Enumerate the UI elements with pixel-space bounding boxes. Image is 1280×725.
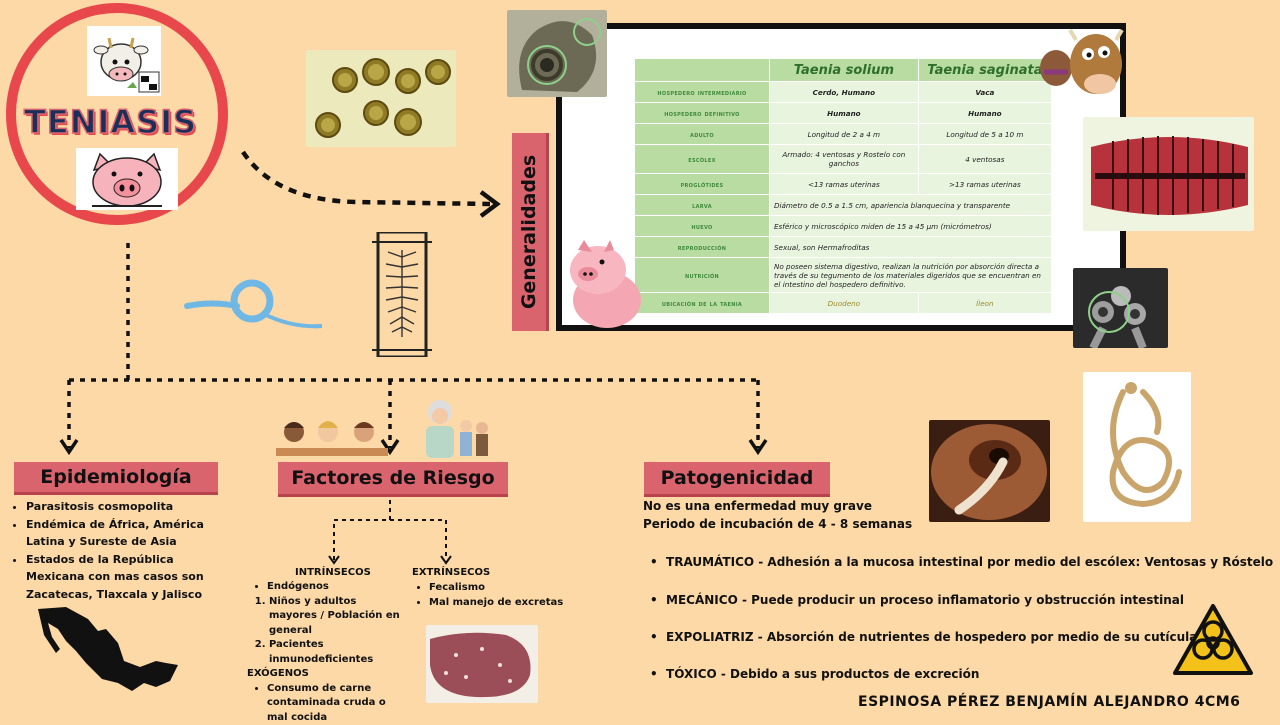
list-item: Pacientes inmunodeficientes (269, 638, 407, 667)
patogenicidad-item: • TRAUMÁTICO - Adhesión a la mucosa inte… (650, 555, 1273, 569)
epidemiologia-list: Parasitosis cosmopolita Endémica de Áfri… (12, 498, 212, 604)
intrinsecos-label: INTRÍNSECOS (295, 567, 371, 578)
list-item: Estados de la República Mexicana con mas… (26, 551, 212, 604)
endogenos-label: Endógenos (267, 580, 407, 595)
biohazard-sign-icon (1172, 603, 1254, 676)
extrinsecos-block: Fecalismo Mal manejo de excretas (415, 581, 565, 610)
epidemiologia-title: Epidemiología (14, 462, 218, 495)
patogenicidad-line1: No es una enfermedad muy grave (643, 499, 872, 513)
mexico-map (36, 603, 181, 693)
list-item: Fecalismo (429, 581, 565, 596)
tapeworm-photo (1083, 372, 1191, 522)
patogenicidad-item: • TÓXICO - Debido a sus productos de exc… (650, 667, 979, 681)
list-item: Parasitosis cosmopolita (26, 498, 212, 516)
list-item: Mal manejo de excretas (429, 596, 565, 611)
endoscopy-photo (929, 420, 1050, 522)
children-illustration (276, 414, 388, 459)
patogenicidad-item: • EXPOLIATRIZ - Absorción de nutrientes … (650, 630, 1197, 644)
meat-photo (426, 625, 538, 703)
exogenos-label: EXÓGENOS (247, 667, 407, 682)
intrinsecos-block: Endógenos Niños y adultos mayores / Pobl… (247, 580, 407, 725)
bullet: • (650, 593, 666, 607)
list-item: Consumo de carne contaminada cruda o mal… (267, 682, 407, 725)
patogenicidad-item: • MECÁNICO - Puede producir un proceso i… (650, 593, 1184, 607)
list-item: Endémica de África, América Latina y Sur… (26, 516, 212, 551)
list-item: Niños y adultos mayores / Población en g… (269, 595, 407, 639)
patogenicidad-line2: Periodo de incubación de 4 - 8 semanas (643, 517, 912, 531)
author-credit: ESPINOSA PÉREZ BENJAMÍN ALEJANDRO 4CM6 (858, 694, 1240, 710)
patogenicidad-title: Patogenicidad (644, 462, 830, 497)
bullet: • (650, 555, 666, 569)
elderly-illustration (418, 398, 496, 460)
bullet: • (650, 630, 666, 644)
bullet: • (650, 667, 666, 681)
factores-title: Factores de Riesgo (278, 462, 508, 497)
extrinsecos-label: EXTRÍNSECOS (412, 567, 490, 578)
